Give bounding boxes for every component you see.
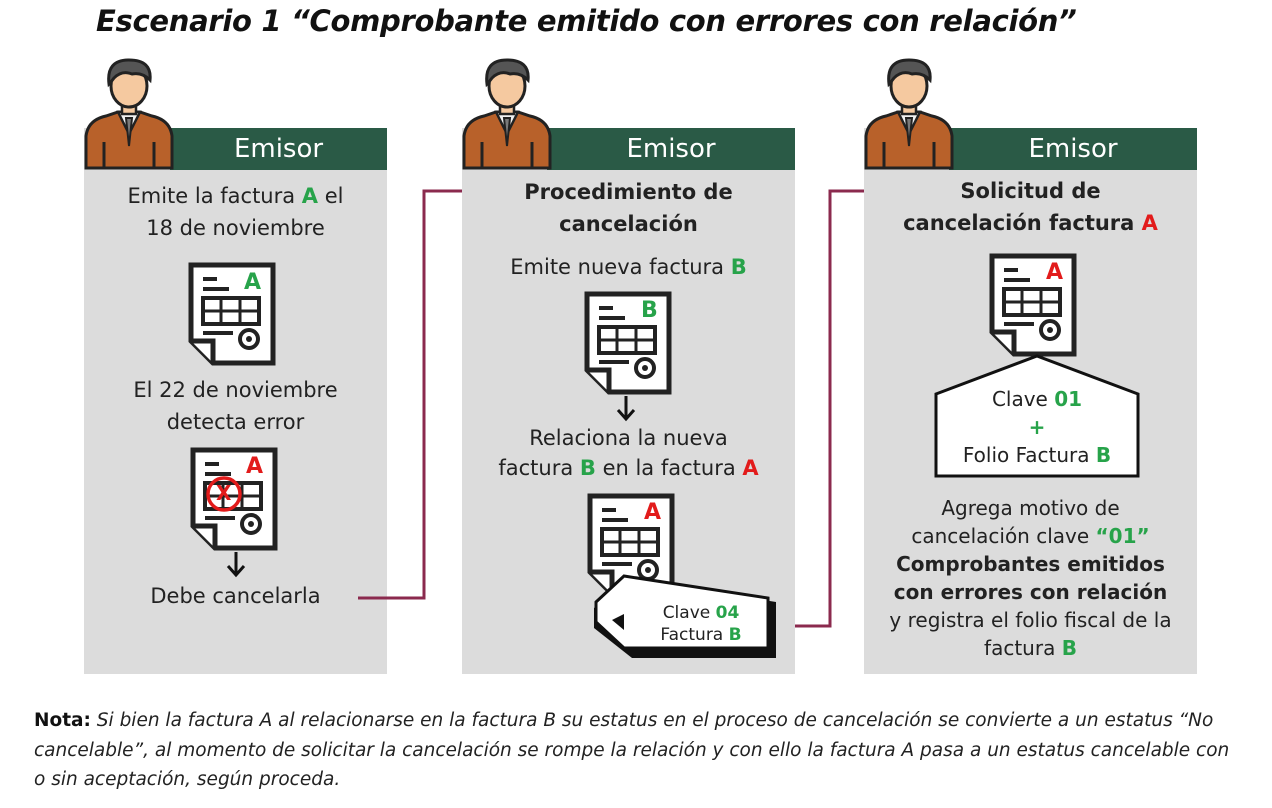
doc-letter: A xyxy=(244,270,262,295)
panel2-emit-text: Emite nueva factura B xyxy=(510,255,747,279)
key-box-icon xyxy=(934,354,1140,478)
doc-letter: A xyxy=(1046,260,1064,285)
person-icon xyxy=(462,58,552,170)
note-paragraph: Nota: Si bien la factura A al relacionar… xyxy=(34,706,1244,795)
note-label: Nota: xyxy=(34,710,91,731)
panel-emitir xyxy=(84,128,387,674)
relation-tag-icon xyxy=(594,574,776,658)
down-arrow-icon xyxy=(226,552,246,578)
diagram-title: Escenario 1 “Comprobante emitido con err… xyxy=(96,4,1077,38)
panel1-header: Emisor xyxy=(170,128,387,170)
panel1-cancel-text: Debe cancelarla xyxy=(150,584,321,608)
panel1-emit-text: Emite la factura A el 18 de noviembre xyxy=(127,184,344,240)
error-circle-icon xyxy=(206,476,242,512)
error-mark: X xyxy=(216,481,232,505)
panel3-motivo-text: Agrega motivo de cancelación clave “01” … xyxy=(889,496,1172,660)
tag-text: Clave 04 Factura B xyxy=(660,603,742,645)
new-invoice-document-icon xyxy=(585,292,673,396)
key-box-text: Clave 01 + Folio Factura B xyxy=(962,387,1112,467)
panel2-relate-text: Relaciona la nueva factura B en la factu… xyxy=(498,426,759,480)
cancel-invoice-document-icon xyxy=(990,254,1078,358)
down-arrow-icon xyxy=(616,396,636,422)
panel2-header: Emisor xyxy=(547,128,795,170)
invoice-letter: A xyxy=(301,184,319,208)
doc-letter: A xyxy=(246,454,264,479)
doc-letter: B xyxy=(641,298,658,323)
note-text: Si bien la factura A al relacionarse en … xyxy=(34,710,1230,790)
person-icon xyxy=(864,58,954,170)
panel3-heading: Solicitud de cancelación factura A xyxy=(903,179,1158,235)
doc-letter: A xyxy=(644,500,662,525)
panel3-header: Emisor xyxy=(949,128,1197,170)
